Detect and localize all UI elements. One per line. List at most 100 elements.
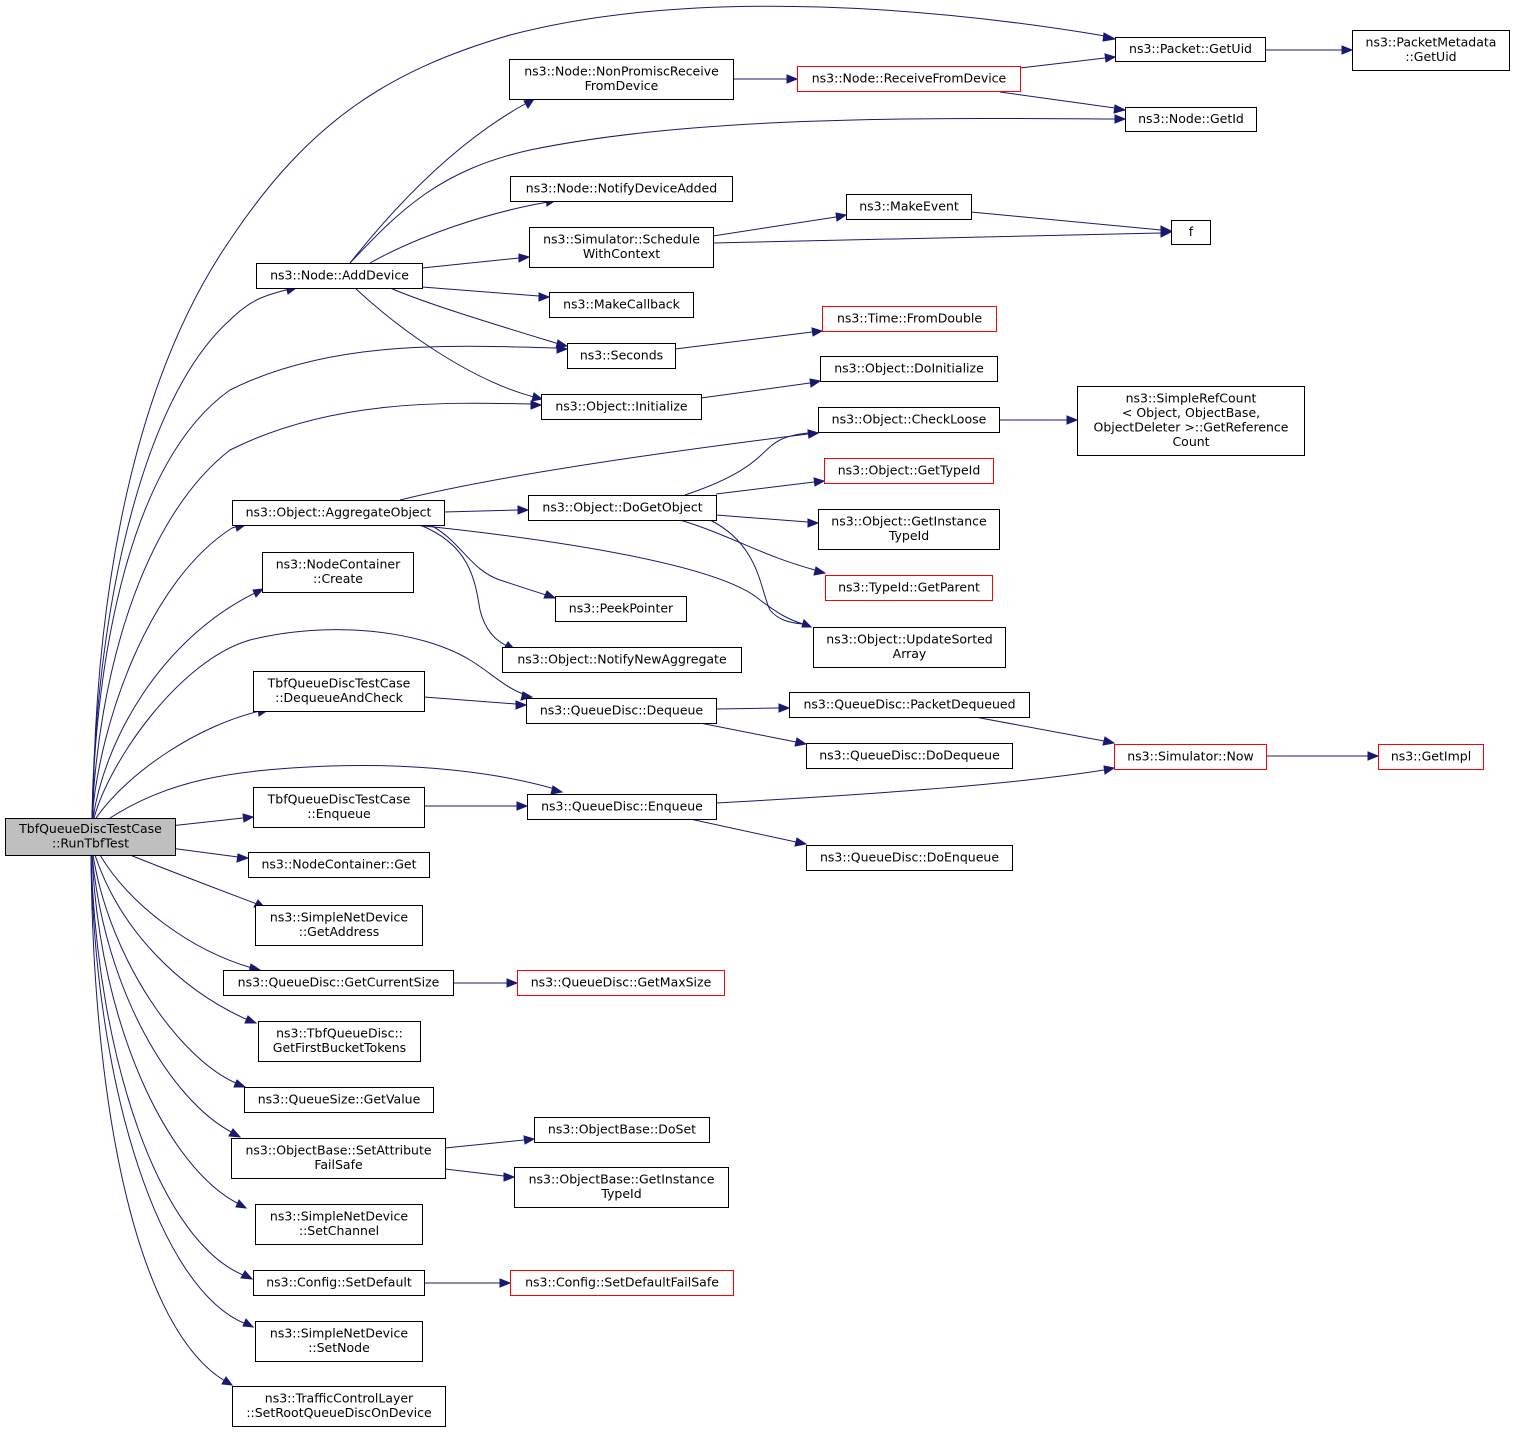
node-setrootqdisc[interactable]: ns3::TrafficControlLayer::SetRootQueueDi… bbox=[232, 1386, 446, 1427]
node-box[interactable] bbox=[244, 1087, 434, 1113]
node-tbfenqueue[interactable]: TbfQueueDiscTestCase::Enqueue bbox=[253, 787, 425, 828]
node-box[interactable] bbox=[231, 1138, 446, 1179]
node-box[interactable] bbox=[1115, 37, 1266, 62]
node-getcursize[interactable]: ns3::QueueDisc::GetCurrentSize bbox=[223, 970, 454, 996]
node-box[interactable] bbox=[258, 1021, 421, 1062]
node-notifyadded[interactable]: ns3::Node::NotifyDeviceAdded bbox=[510, 176, 733, 202]
node-setnode[interactable]: ns3::SimpleNetDevice::SetNode bbox=[255, 1321, 423, 1362]
node-peekpointer[interactable]: ns3::PeekPointer bbox=[555, 596, 687, 622]
node-gettypeid[interactable]: ns3::Object::GetTypeId bbox=[824, 458, 994, 484]
node-aggregate[interactable]: ns3::Object::AggregateObject bbox=[232, 500, 445, 526]
node-box[interactable] bbox=[818, 407, 1000, 433]
node-box[interactable] bbox=[1171, 220, 1211, 245]
node-getid[interactable]: ns3::Node::GetId bbox=[1125, 107, 1257, 132]
node-box[interactable] bbox=[555, 596, 687, 622]
node-seconds[interactable]: ns3::Seconds bbox=[567, 343, 676, 369]
node-doenqueue[interactable]: ns3::QueueDisc::DoEnqueue bbox=[806, 845, 1013, 871]
node-box[interactable] bbox=[846, 194, 972, 220]
node-box[interactable] bbox=[813, 627, 1006, 668]
node-obdoset[interactable]: ns3::ObjectBase::DoSet bbox=[534, 1117, 710, 1143]
node-box[interactable] bbox=[1125, 107, 1257, 132]
node-box[interactable] bbox=[248, 852, 430, 878]
node-getaddress[interactable]: ns3::SimpleNetDevice::GetAddress bbox=[255, 905, 423, 946]
node-box[interactable] bbox=[822, 306, 997, 332]
node-notifynewagg[interactable]: ns3::Object::NotifyNewAggregate bbox=[502, 647, 742, 673]
node-checkloose[interactable]: ns3::Object::CheckLoose bbox=[818, 407, 1000, 433]
node-box[interactable] bbox=[255, 1204, 423, 1245]
node-pmgetuid[interactable]: ns3::PacketMetadata::GetUid bbox=[1352, 30, 1510, 71]
node-box[interactable] bbox=[527, 794, 717, 820]
node-box[interactable] bbox=[824, 458, 994, 484]
node-box[interactable] bbox=[529, 227, 714, 268]
node-box[interactable] bbox=[549, 292, 694, 318]
node-box[interactable] bbox=[510, 1270, 734, 1296]
node-simplerefcount[interactable]: ns3::SimpleRefCount< Object, ObjectBase,… bbox=[1077, 386, 1305, 456]
node-root[interactable]: TbfQueueDiscTestCase::RunTbfTest bbox=[5, 818, 176, 856]
node-fromdouble[interactable]: ns3::Time::FromDouble bbox=[822, 306, 997, 332]
node-box[interactable] bbox=[528, 495, 717, 521]
node-adddevice[interactable]: ns3::Node::AddDevice bbox=[256, 263, 423, 289]
node-box[interactable] bbox=[232, 500, 445, 526]
node-initialize[interactable]: ns3::Object::Initialize bbox=[541, 394, 702, 420]
node-box[interactable] bbox=[262, 552, 414, 593]
node-box[interactable] bbox=[510, 176, 733, 202]
node-box[interactable] bbox=[5, 818, 176, 856]
node-box[interactable] bbox=[514, 1167, 729, 1208]
node-nccreate[interactable]: ns3::NodeContainer::Create bbox=[262, 552, 414, 593]
node-qsgetvalue[interactable]: ns3::QueueSize::GetValue bbox=[244, 1087, 434, 1113]
node-box[interactable] bbox=[255, 1321, 423, 1362]
node-doinit[interactable]: ns3::Object::DoInitialize bbox=[820, 356, 998, 382]
node-dequeueandcheck[interactable]: TbfQueueDiscTestCase::DequeueAndCheck bbox=[253, 671, 425, 712]
node-box[interactable] bbox=[526, 698, 717, 724]
node-box[interactable] bbox=[255, 905, 423, 946]
node-getmaxsize[interactable]: ns3::QueueDisc::GetMaxSize bbox=[517, 970, 725, 996]
node-box[interactable] bbox=[253, 671, 425, 712]
node-getimpl[interactable]: ns3::GetImpl bbox=[1378, 744, 1484, 770]
node-dequeue[interactable]: ns3::QueueDisc::Dequeue bbox=[526, 698, 717, 724]
node-box[interactable] bbox=[797, 66, 1021, 92]
node-getparent[interactable]: ns3::TypeId::GetParent bbox=[825, 575, 993, 601]
node-box[interactable] bbox=[1114, 744, 1267, 770]
node-makeevent[interactable]: ns3::MakeEvent bbox=[846, 194, 972, 220]
node-dogetobject[interactable]: ns3::Object::DoGetObject bbox=[528, 495, 717, 521]
node-box[interactable] bbox=[534, 1117, 710, 1143]
node-box[interactable] bbox=[789, 692, 1030, 718]
node-makecallback[interactable]: ns3::MakeCallback bbox=[549, 292, 694, 318]
node-box[interactable] bbox=[517, 970, 725, 996]
node-box[interactable] bbox=[256, 263, 423, 289]
node-setdefault[interactable]: ns3::Config::SetDefault bbox=[253, 1270, 425, 1296]
node-now[interactable]: ns3::Simulator::Now bbox=[1114, 744, 1267, 770]
node-box[interactable] bbox=[502, 647, 742, 673]
node-pktdequeued[interactable]: ns3::QueueDisc::PacketDequeued bbox=[789, 692, 1030, 718]
node-dodequeue[interactable]: ns3::QueueDisc::DoDequeue bbox=[806, 743, 1013, 769]
node-box[interactable] bbox=[253, 1270, 425, 1296]
node-box[interactable] bbox=[806, 845, 1013, 871]
node-getuid[interactable]: ns3::Packet::GetUid bbox=[1115, 37, 1266, 62]
node-box[interactable] bbox=[1077, 386, 1305, 456]
node-box[interactable] bbox=[818, 509, 1000, 550]
node-box[interactable] bbox=[1378, 744, 1484, 770]
node-box[interactable] bbox=[509, 59, 734, 100]
node-box[interactable] bbox=[820, 356, 998, 382]
node-setdefaultfs[interactable]: ns3::Config::SetDefaultFailSafe bbox=[510, 1270, 734, 1296]
node-enqueue[interactable]: ns3::QueueDisc::Enqueue bbox=[527, 794, 717, 820]
node-f[interactable]: f bbox=[1171, 220, 1211, 245]
node-firstbucket[interactable]: ns3::TbfQueueDisc::GetFirstBucketTokens bbox=[258, 1021, 421, 1062]
node-box[interactable] bbox=[541, 394, 702, 420]
node-box[interactable] bbox=[223, 970, 454, 996]
node-box[interactable] bbox=[567, 343, 676, 369]
node-box[interactable] bbox=[1352, 30, 1510, 71]
node-box[interactable] bbox=[253, 787, 425, 828]
node-ncget[interactable]: ns3::NodeContainer::Get bbox=[248, 852, 430, 878]
node-recvfromdev[interactable]: ns3::Node::ReceiveFromDevice bbox=[797, 66, 1021, 92]
node-setchannel[interactable]: ns3::SimpleNetDevice::SetChannel bbox=[255, 1204, 423, 1245]
node-box[interactable] bbox=[806, 743, 1013, 769]
node-box[interactable] bbox=[232, 1386, 446, 1427]
node-box[interactable] bbox=[825, 575, 993, 601]
